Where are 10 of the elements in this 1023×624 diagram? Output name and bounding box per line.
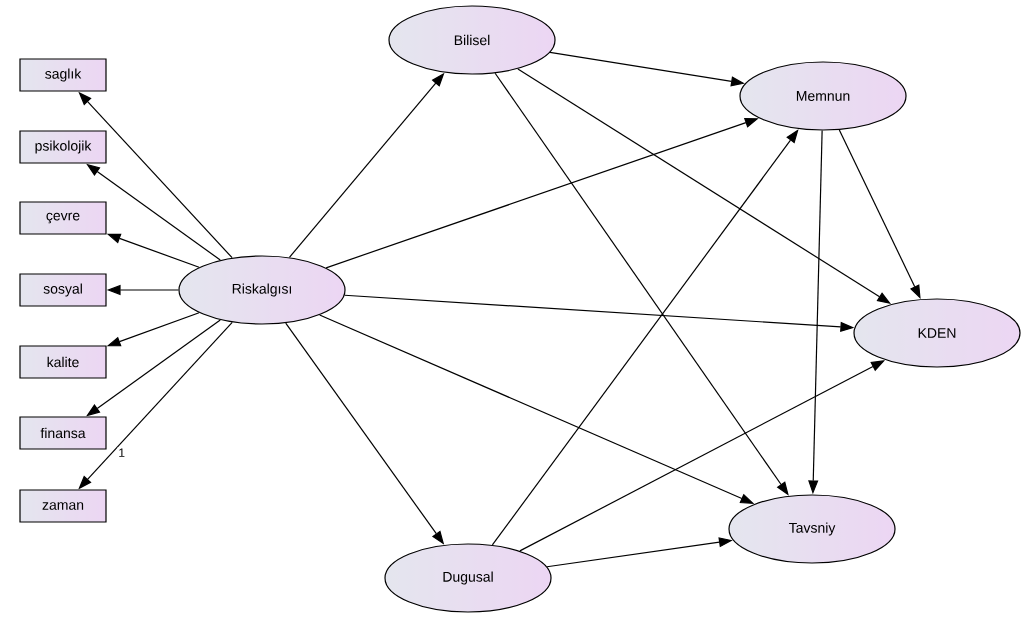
variable-box: finansa [19,416,107,450]
variable-box: zaman [19,489,107,523]
variable-box: sosyal [19,273,107,307]
variable-box: saglık [19,58,107,92]
edge-label: 1 [117,447,126,458]
variable-box: çevre [19,201,107,235]
variable-box: kalite [19,345,107,379]
arrow [491,129,799,546]
arrow [838,129,921,299]
variable-box: psikolojik [19,130,107,164]
